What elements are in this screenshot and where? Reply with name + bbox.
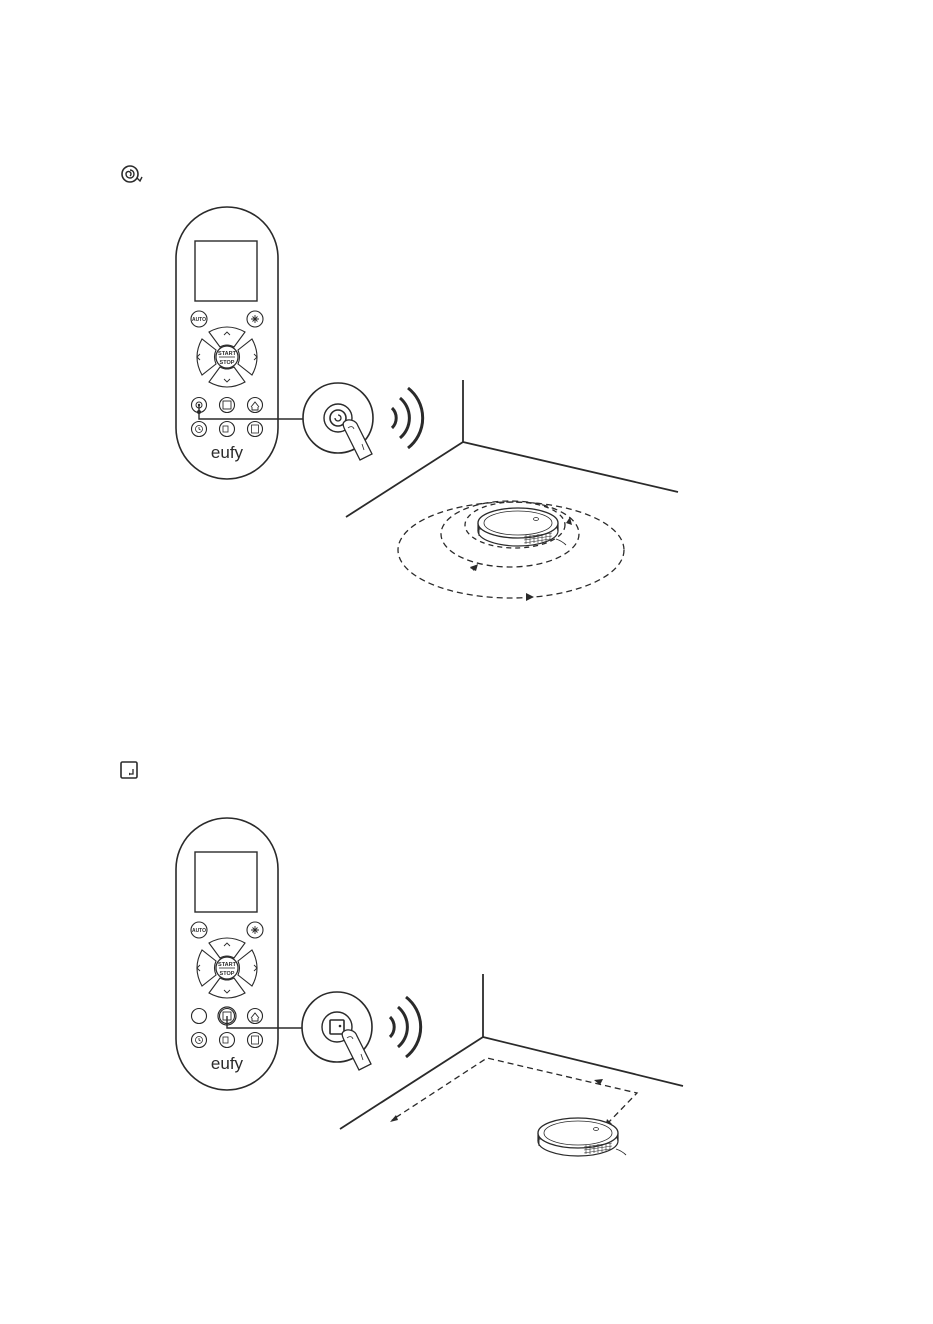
eufy-logo: eufy bbox=[211, 443, 244, 462]
room-corner bbox=[346, 380, 678, 517]
edge-cleaning-path bbox=[390, 1058, 637, 1127]
callout-line bbox=[199, 405, 303, 419]
callout-line bbox=[227, 1016, 302, 1028]
robot-vacuum bbox=[538, 1118, 626, 1156]
stop-button-label: STOP bbox=[220, 971, 235, 977]
signal-waves-icon bbox=[390, 997, 421, 1057]
spot-spiral-icon bbox=[122, 166, 142, 182]
edge-mode-section: AUTO START STOP eufy bbox=[121, 762, 683, 1156]
magnified-edge-button bbox=[302, 992, 372, 1070]
start-button-label: START bbox=[218, 962, 237, 968]
stop-button-label: STOP bbox=[220, 360, 235, 366]
spot-mode-section: AUTO START STOP eufy bbox=[122, 166, 678, 601]
remote-control: AUTO START STOP eufy bbox=[176, 207, 278, 479]
remote-control: AUTO START STOP eufy bbox=[176, 818, 278, 1090]
magnified-spot-button bbox=[303, 383, 373, 460]
signal-waves-icon bbox=[392, 388, 423, 448]
eufy-logo: eufy bbox=[211, 1054, 244, 1073]
auto-button-label: AUTO bbox=[192, 317, 206, 323]
start-button-label: START bbox=[218, 351, 237, 357]
room-corner bbox=[340, 974, 683, 1129]
edge-cleaning-icon bbox=[121, 762, 137, 778]
auto-button-label: AUTO bbox=[192, 928, 206, 934]
